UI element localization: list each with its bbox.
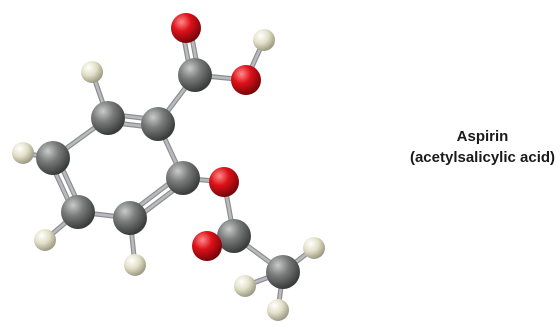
carbon-atom-C3: [166, 161, 200, 195]
hydrogen-atom-H1: [253, 29, 275, 51]
oxygen-atom-O2: [231, 65, 261, 95]
hydrogen-atom-H6: [303, 237, 325, 259]
atoms-layer: [12, 13, 325, 321]
molecule-caption: Aspirin (acetylsalicylic acid): [405, 126, 560, 168]
molecule-name: Aspirin: [456, 128, 509, 145]
hydrogen-atom-H8: [267, 299, 289, 321]
carbon-atom-C2: [141, 107, 175, 141]
hydrogen-atom-H2: [81, 61, 103, 83]
oxygen-atom-O4: [192, 231, 222, 261]
oxygen-atom-O3: [209, 167, 239, 197]
hydrogen-atom-H5: [124, 254, 146, 276]
carbon-atom-C4: [113, 201, 147, 235]
carbon-atom-C9: [266, 255, 300, 289]
carbon-atom-C1: [91, 101, 125, 135]
hydrogen-atom-H3: [12, 142, 34, 164]
molecule-subtitle: (acetylsalicylic acid): [409, 149, 556, 166]
hydrogen-atom-H7: [234, 275, 256, 297]
carbon-atom-C6: [36, 141, 70, 175]
carbon-atom-C8: [217, 219, 251, 253]
hydrogen-atom-H4: [34, 229, 56, 251]
carbon-atom-C5: [61, 195, 95, 229]
carbon-atom-C7: [178, 58, 212, 92]
oxygen-atom-O1: [171, 13, 201, 43]
